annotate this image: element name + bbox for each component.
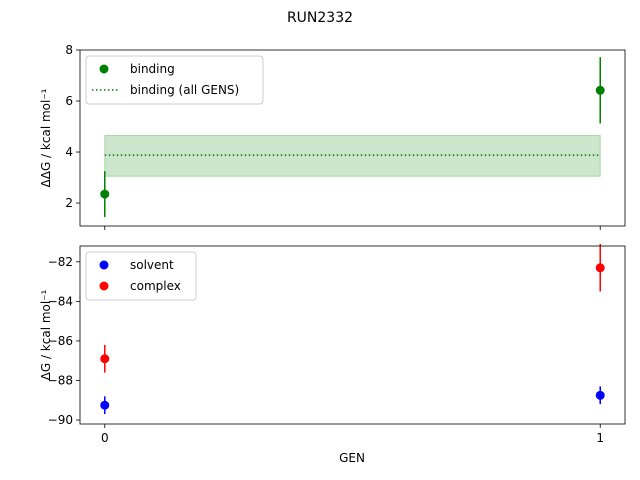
legend-marker-binding xyxy=(99,64,109,74)
y-tick-label: 4 xyxy=(65,145,73,159)
data-point-complex xyxy=(595,263,605,273)
x-tick-label: 0 xyxy=(101,431,109,445)
y-tick-label: −88 xyxy=(48,373,73,387)
axes-frame xyxy=(79,49,626,227)
legend-marker-solvent xyxy=(99,260,109,270)
legend-label: binding (all GENS) xyxy=(130,83,239,97)
legend-marker-complex xyxy=(99,281,109,291)
y-tick-label: −86 xyxy=(48,334,73,348)
data-point-binding xyxy=(100,189,110,199)
bottom-panel-free-energy: −90 −88 −86 −84 −82 0 1 ΔG / kcal mol⁻¹ solvent c… xyxy=(39,244,626,445)
band-fill xyxy=(104,134,601,177)
y-tick-label: 8 xyxy=(65,43,73,57)
legend-label: complex xyxy=(130,279,181,293)
figure-title: RUN2332 xyxy=(287,10,353,26)
y-axis-label: ΔG / kcal mol⁻¹ xyxy=(39,289,53,380)
axes-frame xyxy=(79,245,626,425)
legend-label: solvent xyxy=(130,258,174,272)
data-point-complex xyxy=(100,354,110,364)
y-tick-label: −84 xyxy=(48,294,73,308)
data-point-solvent xyxy=(595,390,605,400)
y-axis-label: ΔΔG / kcal mol⁻¹ xyxy=(39,88,53,187)
legend-label: binding xyxy=(130,62,175,76)
x-axis-label: GEN xyxy=(339,451,365,465)
legend-box xyxy=(85,55,264,105)
legend-box xyxy=(85,251,197,301)
y-tick-label: 6 xyxy=(65,94,73,108)
y-tick-label: −90 xyxy=(48,413,73,427)
data-point-binding xyxy=(595,85,605,95)
x-tick-label: 1 xyxy=(596,431,604,445)
y-tick-label: −82 xyxy=(48,255,73,269)
y-tick-label: 2 xyxy=(65,196,73,210)
data-point-solvent xyxy=(100,400,110,410)
